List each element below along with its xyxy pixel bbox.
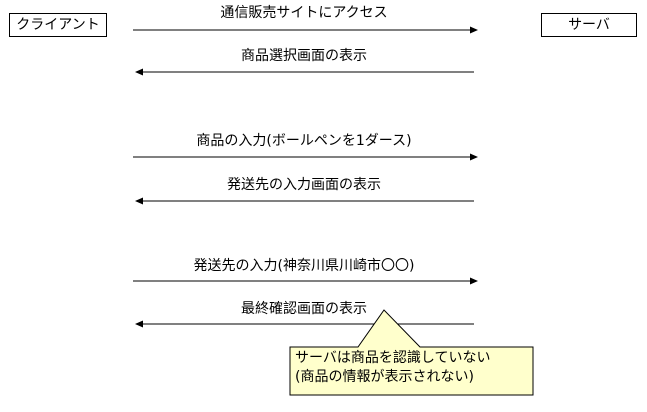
callout-note-box: [289, 309, 534, 396]
message-label-6: 最終確認画面の表示: [241, 301, 367, 317]
message-label-3: 商品の入力(ボールペンを1ダース): [196, 133, 412, 149]
message-label-1: 通信販売サイトにアクセス: [220, 5, 388, 21]
message-label-5: 発送先の入力(神奈川県川崎市〇〇): [193, 258, 415, 274]
actor-client: クライアント: [9, 13, 107, 37]
callout-note-line-2: (商品の情報が表示されない): [295, 369, 474, 385]
callout-note-text: サーバは商品を認識していない (商品の情報が表示されない): [295, 349, 525, 387]
message-label-2: 商品選択画面の表示: [241, 48, 367, 64]
message-label-4: 発送先の入力画面の表示: [227, 177, 381, 193]
actor-server: サーバ: [541, 13, 637, 37]
callout-note-line-1: サーバは商品を認識していない: [295, 350, 491, 366]
